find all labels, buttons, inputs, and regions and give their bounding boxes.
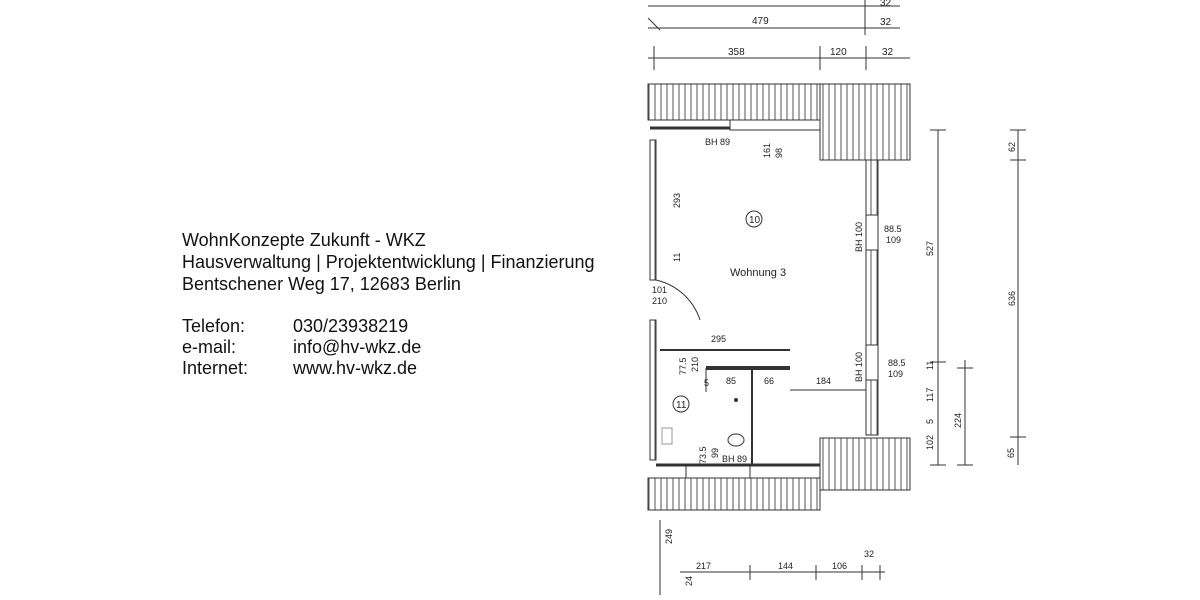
contact-row-phone: Telefon: 030/23938219 (182, 316, 421, 337)
dim-r-5: 5 (925, 419, 935, 424)
room-10-marker (745, 210, 763, 228)
dim-210b: 210 (690, 357, 700, 372)
dim-r-117: 117 (925, 388, 935, 402)
company-services: Hausverwaltung | Projektentwicklung | Fi… (182, 252, 595, 272)
wall-top-right (819, 83, 911, 161)
company-address: Bentschener Weg 17, 12683 Berlin (182, 274, 461, 294)
dimension-lines-right (930, 129, 1026, 466)
room-11-number: 11 (676, 400, 687, 411)
bh89-top: BH 89 (705, 137, 730, 147)
win-top-161: 161 (762, 143, 772, 158)
win-top-98: 98 (774, 148, 784, 158)
window-top (729, 119, 821, 131)
dim-r-102: 102 (925, 435, 935, 450)
dim-85: 85 (726, 376, 736, 386)
win-r1-109: 109 (886, 235, 901, 245)
win-r2-885: 88.5 (888, 358, 906, 368)
window-bottom (685, 465, 751, 479)
dim-top-32b: 32 (880, 17, 892, 28)
dim-top-120: 120 (830, 47, 847, 58)
company-name: WohnKonzepte Zukunft - WKZ (182, 230, 426, 250)
dim-144: 144 (778, 561, 793, 571)
internet-value: www.hv-wkz.de (293, 358, 418, 378)
dim-r-11: 11 (925, 361, 935, 370)
contact-row-email: e-mail: info@hv-wkz.de (182, 337, 421, 358)
sink-icon (661, 427, 673, 445)
contact-row-internet: Internet: www.hv-wkz.de (182, 358, 421, 379)
dim-106: 106 (832, 561, 847, 571)
dim-11: 11 (672, 253, 682, 262)
dim-top-32c: 32 (882, 47, 894, 58)
company-info: WohnKonzepte Zukunft - WKZ Hausverwaltun… (182, 229, 595, 295)
window-right-2 (865, 344, 879, 381)
dim-top-358: 358 (728, 47, 745, 58)
dim-66: 66 (764, 376, 774, 386)
room-10-number: 10 (749, 215, 761, 226)
email-value: info@hv-wkz.de (293, 337, 422, 357)
dim-r-636: 636 (1007, 291, 1017, 306)
dim-775: 77.5 (678, 357, 688, 375)
wall-left (649, 139, 657, 281)
dim-735: 73.5 (698, 446, 708, 464)
dim-r-62: 62 (1007, 142, 1017, 152)
dim-r-224: 224 (953, 413, 963, 428)
dim-295: 295 (711, 334, 726, 344)
apartment-label: Wohnung 3 (730, 267, 786, 279)
wall-bottom-right (819, 437, 911, 491)
bh89-bottom: BH 89 (722, 454, 747, 464)
dim-184: 184 (816, 376, 831, 386)
internet-label: Internet: (182, 358, 249, 378)
phone-label: Telefon: (182, 316, 246, 336)
dim-293: 293 (672, 193, 682, 208)
dim-99: 99 (710, 448, 720, 458)
dim-249: 249 (664, 529, 674, 544)
shower-drain-icon (734, 398, 738, 402)
dim-top-479: 479 (752, 16, 769, 27)
win-r2-109: 109 (888, 369, 903, 379)
door-210: 210 (652, 296, 667, 306)
dim-24: 24 (684, 576, 694, 586)
dim-r-65: 65 (1006, 448, 1016, 458)
bh100-a: BH 100 (854, 222, 864, 252)
door-swing (655, 279, 701, 321)
email-label: e-mail: (182, 337, 237, 357)
door-101: 101 (652, 285, 667, 295)
phone-value: 030/23938219 (293, 316, 409, 336)
dim-5: 5 (704, 378, 709, 388)
bh100-b: BH 100 (854, 352, 864, 382)
floor-plan: 32 479 32 358 120 32 (647, 0, 1026, 595)
dim-32b: 32 (864, 549, 874, 559)
window-right-1 (865, 214, 879, 251)
wall-right (865, 159, 879, 436)
toilet-icon (727, 433, 745, 447)
dim-r-527: 527 (925, 241, 935, 256)
room-11-marker (672, 395, 690, 413)
wall-top-left (647, 83, 821, 121)
dimension-lines-top (647, 0, 910, 70)
wall-left-lower (649, 319, 657, 461)
wall-bottom-left (647, 477, 821, 511)
dim-217: 217 (696, 561, 711, 571)
win-r1-885: 88.5 (884, 224, 902, 234)
dim-top-32: 32 (880, 0, 892, 9)
dimension-lines-bottom (659, 520, 885, 595)
contact-block: Telefon: 030/23938219 e-mail: info@hv-wk… (182, 316, 421, 379)
